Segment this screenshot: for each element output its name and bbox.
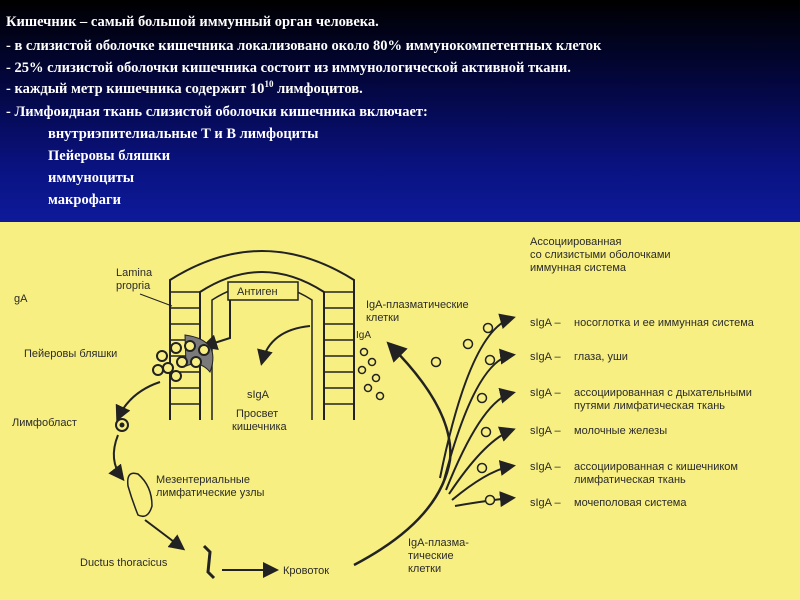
diagram-title-2: со слизистыми оболочками [530, 249, 671, 261]
target-siga: sIgA – [530, 497, 561, 509]
lumen-label-1: Просвет [236, 408, 278, 420]
target-respiratory-1: ассоциированная с дыхательными [574, 387, 752, 399]
target-siga: sIgA – [530, 461, 561, 473]
branch-cells [430, 322, 496, 506]
siga-arrow [257, 325, 311, 366]
lamina-label-1: Lamina [116, 267, 153, 279]
antigen-label: Антиген [237, 286, 278, 298]
mesenteric-node-shape [126, 472, 153, 518]
header-item: Пейеровы бляшки [48, 148, 171, 164]
arrow-to-lymphoblast [115, 381, 161, 422]
ductus-label: Ductus thoracicus [80, 557, 168, 569]
diagram-title-3: иммунная система [530, 262, 627, 274]
lymphoblast-label: Лимфобласт [12, 417, 77, 429]
ductus-shape [202, 544, 216, 580]
iga-plasma-label-1: IgA-плазматические [366, 299, 469, 311]
header-item: иммуноциты [48, 170, 135, 186]
iga-plasma2-label-3: клетки [408, 563, 441, 575]
target-eyes-ears: глаза, уши [574, 351, 628, 363]
target-siga: sIgA – [530, 317, 561, 329]
blood-label: Кровоток [283, 565, 329, 577]
iga-plasma-label-2: клетки [366, 312, 399, 324]
antigen-box [227, 281, 299, 301]
header-line-tissue: - 25% слизистой оболочки кишечника состо… [6, 60, 571, 76]
target-siga: sIgA – [530, 387, 561, 399]
intestine-outer-arch [169, 250, 355, 420]
intestine-inner-arch [199, 271, 325, 420]
header-panel: Кишечник – самый большой иммунный орган … [0, 0, 800, 222]
villi-right [324, 291, 354, 405]
mesenteric-label-1: Мезентериальные [156, 474, 250, 486]
circulation-curve [353, 341, 452, 567]
header-line-lymphocytes: - каждый метр кишечника содержит 1010 ли… [6, 80, 363, 98]
iga-plasma2-label-1: IgA-плазма- [408, 537, 469, 549]
iga-small-label: IgA [356, 330, 371, 341]
line4-post: лимфоцитов. [273, 81, 363, 97]
iga-plasma2-label-2: тические [408, 550, 454, 562]
target-siga: sIgA – [530, 351, 561, 363]
arrow-to-ductus [144, 519, 186, 551]
target-respiratory-2: путями лимфатическая ткань [574, 400, 725, 412]
line4-pre: - каждый метр кишечника содержит 10 [6, 81, 265, 97]
target-siga: sIgA – [530, 425, 561, 437]
peyer-label: Пейеровы бляшки [24, 348, 117, 360]
plasma-cells-cluster [357, 347, 385, 401]
target-branches [439, 313, 516, 508]
header-item: макрофаги [48, 192, 121, 208]
header-line-cells: - в слизистой оболочке кишечника локализ… [6, 38, 602, 54]
line4-sup: 10 [264, 79, 274, 90]
lumen-label-2: кишечника [232, 421, 288, 433]
lymphoblast-nucleus [119, 422, 125, 428]
header-title: Кишечник – самый большой иммунный орган … [6, 14, 379, 30]
peyer-cells [152, 340, 210, 382]
header-item: внутриэпителиальные Т и В лимфоциты [48, 126, 319, 142]
mesenteric-label-2: лимфатические узлы [156, 487, 265, 499]
header-line-includes: - Лимфоидная ткань слизистой оболочки ки… [6, 104, 428, 120]
arrow-to-nodes [108, 434, 125, 482]
target-mammary: молочные железы [574, 425, 667, 437]
antigen-arrow [201, 300, 231, 350]
siga-center: sIgA [247, 389, 270, 401]
target-urogenital: мочеполовая система [574, 497, 687, 509]
target-gut-1: ассоциированная с кишечником [574, 461, 738, 473]
diagram-title-1: Ассоциированная [530, 236, 622, 248]
target-gut-2: лимфатическая ткань [574, 474, 686, 486]
lamina-label-2: propria [116, 280, 151, 292]
ga-label: gA [14, 293, 28, 305]
lamina-pointer [139, 293, 173, 307]
target-nasopharynx: носоглотка и ее иммунная система [574, 317, 755, 329]
